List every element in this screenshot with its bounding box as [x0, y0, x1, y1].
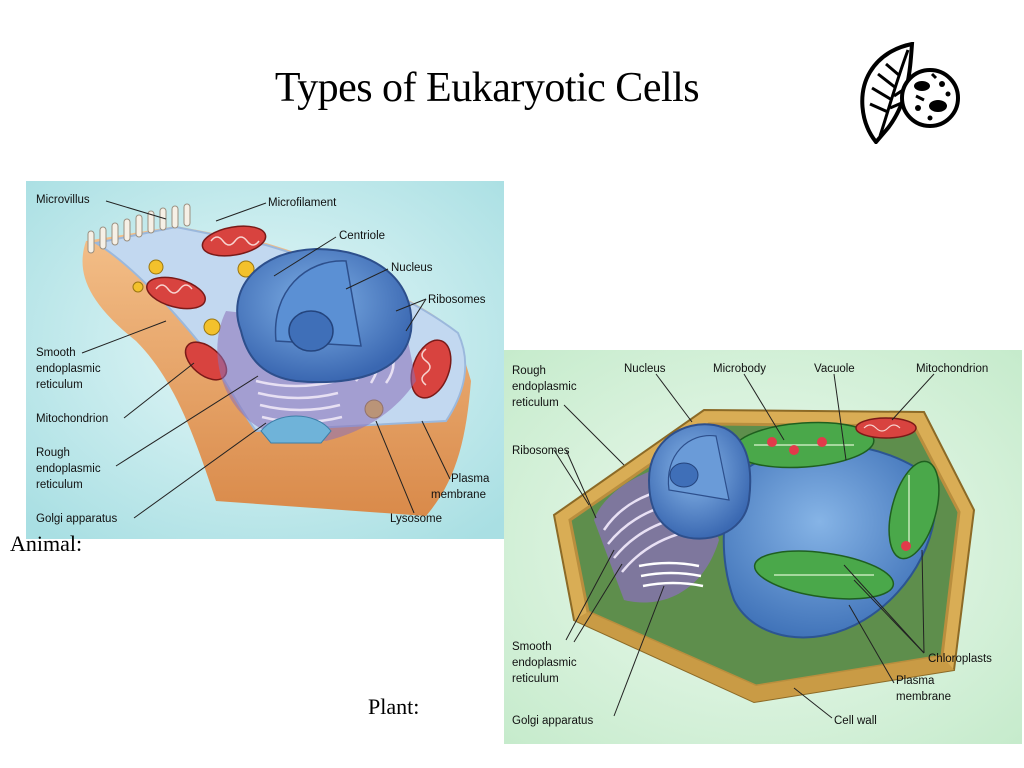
- label-plasma-membrane: Plasma: [451, 473, 490, 485]
- label-golgi: Golgi apparatus: [512, 715, 593, 727]
- label-microvillus: Microvillus: [36, 194, 90, 206]
- label-mitochondrion: Mitochondrion: [916, 363, 988, 375]
- animal-caption: Animal:: [10, 531, 83, 556]
- svg-text:membrane: membrane: [896, 691, 951, 703]
- label-ribosomes: Ribosomes: [512, 445, 570, 457]
- label-chloroplasts: Chloroplasts: [928, 653, 992, 665]
- svg-text:reticulum: reticulum: [36, 479, 83, 491]
- label-mitochondrion: Mitochondrion: [36, 413, 108, 425]
- svg-text:reticulum: reticulum: [512, 397, 559, 409]
- label-nucleus: Nucleus: [391, 262, 433, 274]
- label-smooth-er: Smooth: [36, 347, 76, 359]
- label-nucleus: Nucleus: [624, 363, 666, 375]
- svg-text:reticulum: reticulum: [36, 379, 83, 391]
- label-microfilament: Microfilament: [268, 197, 337, 209]
- label-lysosome: Lysosome: [390, 513, 442, 525]
- chloroplasts: [733, 421, 940, 600]
- svg-text:endoplasmic: endoplasmic: [512, 657, 577, 669]
- svg-text:reticulum: reticulum: [512, 673, 559, 685]
- label-golgi: Golgi apparatus: [36, 513, 117, 525]
- label-rough-er: Rough: [512, 365, 546, 377]
- label-rough-er: Rough: [36, 447, 70, 459]
- slide-title: Types of Eukaryotic Cells: [274, 65, 700, 111]
- label-cell-wall: Cell wall: [834, 715, 877, 727]
- svg-text:endoplasmic: endoplasmic: [36, 463, 101, 475]
- svg-text:endoplasmic: endoplasmic: [36, 363, 101, 375]
- label-ribosomes: Ribosomes: [428, 294, 486, 306]
- leaf-and-cell-icon: [860, 42, 960, 144]
- label-plasma-membrane: Plasma: [896, 675, 935, 687]
- label-vacuole: Vacuole: [814, 363, 855, 375]
- label-smooth-er: Smooth: [512, 641, 552, 653]
- label-microbody: Microbody: [713, 363, 766, 375]
- plant-caption: Plant:: [368, 694, 420, 719]
- microvilli: [87, 203, 191, 254]
- svg-text:endoplasmic: endoplasmic: [512, 381, 577, 393]
- plant-cell-diagram: Rough endoplasmic reticulum Nucleus Micr…: [504, 350, 1022, 744]
- svg-text:membrane: membrane: [431, 489, 486, 501]
- animal-cell-diagram: Microvillus Microfilament Centriole Nucl…: [26, 181, 504, 539]
- label-centriole: Centriole: [339, 230, 385, 242]
